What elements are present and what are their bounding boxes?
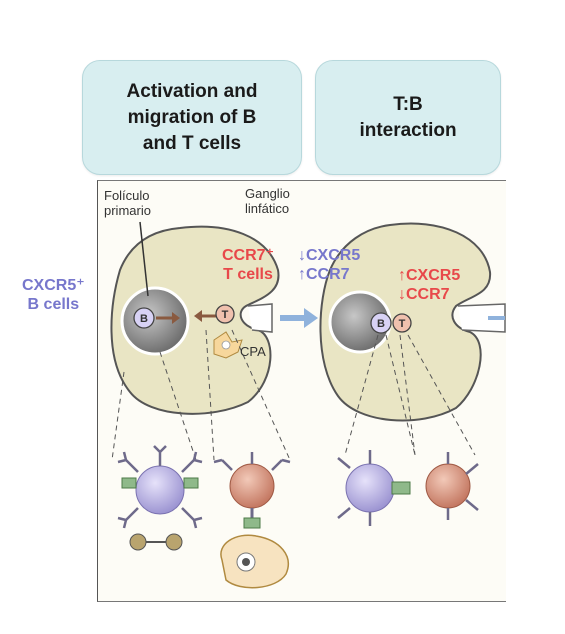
cxcr5-b-cells-label: CXCR5⁺ B cells bbox=[22, 277, 85, 313]
tb-interaction-header: T:B interaction bbox=[315, 60, 501, 175]
lymph-node-left bbox=[110, 225, 280, 415]
b-receptor-shift-label: ↓CXCR5 ↑CCR7 bbox=[298, 247, 361, 283]
b-cell-detail-left bbox=[117, 445, 203, 551]
t-cell-detail-left bbox=[213, 452, 291, 589]
follicle-pointer bbox=[139, 221, 149, 297]
foliculo-label: Folículo primario bbox=[104, 188, 151, 218]
t-cell-marker-right bbox=[392, 313, 412, 333]
b-marker-text-right: B bbox=[377, 318, 385, 330]
b-cell-marker-left bbox=[133, 307, 155, 329]
t-marker-text-left: T bbox=[222, 309, 229, 321]
b-marker-text-left: B bbox=[140, 313, 148, 325]
tb-interaction-detail bbox=[337, 450, 479, 526]
activation-header-text: Activation and migration of B and T cell… bbox=[126, 80, 258, 154]
t-cell-marker-left bbox=[215, 304, 235, 324]
t-marker-text-right: T bbox=[399, 318, 406, 330]
tb-interaction-header-text: T:B interaction bbox=[359, 93, 457, 141]
primary-follicle bbox=[120, 286, 190, 356]
t-receptor-shift-label: ↑CXCR5 ↓CCR7 bbox=[398, 267, 461, 303]
ganglio-label: Ganglio linfático bbox=[245, 186, 290, 216]
lymph-vessel-left bbox=[247, 303, 273, 333]
activation-header: Activation and migration of B and T cell… bbox=[82, 60, 302, 175]
cpa-label: CPA bbox=[240, 344, 266, 359]
projection-lines bbox=[111, 329, 476, 461]
ccr7-t-cells-label: CCR7⁺ T cells bbox=[222, 247, 275, 283]
b-cell-marker-right bbox=[370, 312, 392, 334]
